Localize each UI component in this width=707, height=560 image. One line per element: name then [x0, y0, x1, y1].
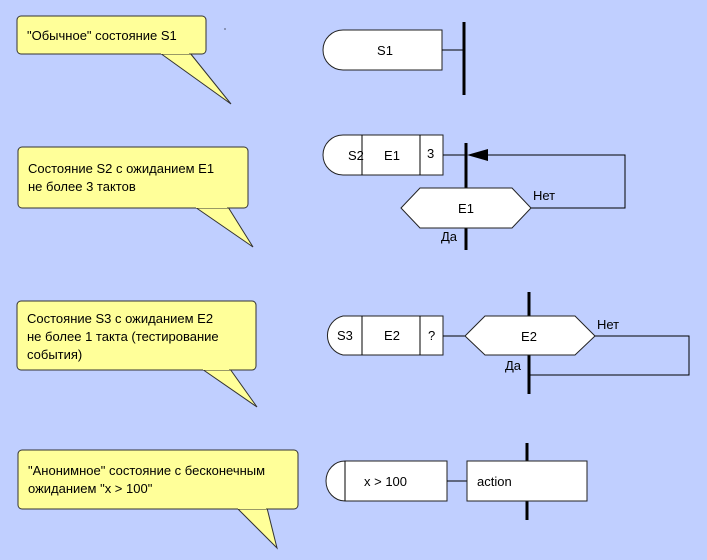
no-label: Нет	[533, 188, 555, 203]
event-e1-label: E1	[384, 148, 400, 163]
state-s1-label: S1	[377, 43, 393, 58]
callout-anon: "Анонимное" состояние с бесконечным ожид…	[17, 449, 299, 550]
callout-s3: Состояние S3 с ожиданием E2 не более 1 т…	[16, 300, 258, 408]
callout-tail	[159, 52, 232, 105]
callout-text-line: Состояние S2 с ожиданием E1	[28, 161, 214, 176]
callout-s1: "Обычное" состояние S1	[16, 15, 232, 105]
loop-back-line	[488, 154, 626, 209]
state-s2-block[interactable]	[322, 134, 444, 176]
no-label: Нет	[597, 317, 619, 332]
stray-dot	[224, 28, 226, 30]
callout-text-line: не более 1 такта (тестирование	[27, 329, 219, 344]
callout-text-line: ожиданием "x > 100"	[28, 481, 153, 496]
callout-box	[17, 449, 299, 510]
callout-text: "Обычное" состояние S1	[27, 28, 177, 43]
callout-text-line: "Анонимное" состояние с бесконечным	[28, 463, 265, 478]
state-s2-label: S2	[348, 148, 364, 163]
callout-tail	[194, 206, 254, 248]
state-s3-block[interactable]	[327, 315, 444, 356]
timeout-label: ?	[428, 328, 435, 343]
callout-box	[16, 15, 207, 55]
yes-label: Да	[441, 229, 458, 244]
state-s3: S3 E2 ? E2 Нет Да	[327, 292, 690, 394]
state-s2: S2 E1 3 E1 Нет Да	[322, 134, 626, 250]
state-anonymous: x > 100 action	[325, 443, 588, 520]
state-s1: S1	[322, 22, 466, 95]
callout-text-line: не более 3 тактов	[28, 179, 136, 194]
state-s3-label: S3	[337, 328, 353, 343]
loop-line	[530, 335, 690, 376]
callout-tail	[236, 507, 278, 550]
yes-label: Да	[505, 358, 522, 373]
callout-box	[17, 146, 249, 209]
action-block[interactable]	[466, 460, 588, 502]
condition-label: x > 100	[364, 474, 407, 489]
callout-text-line: Состояние S3 с ожиданием E2	[27, 311, 213, 326]
callout-tail	[201, 368, 258, 408]
callout-s2: Состояние S2 с ожиданием E1 не более 3 т…	[17, 146, 254, 248]
event-e2-label: E2	[384, 328, 400, 343]
timeout-label: 3	[427, 146, 434, 161]
callout-box	[16, 300, 257, 371]
arrow-left-icon	[467, 149, 488, 161]
condition-e2-label: E2	[521, 329, 537, 344]
callout-text-line: события)	[27, 347, 82, 362]
action-label: action	[477, 474, 512, 489]
condition-e1-label: E1	[458, 201, 474, 216]
state-s1-block[interactable]	[322, 29, 443, 71]
